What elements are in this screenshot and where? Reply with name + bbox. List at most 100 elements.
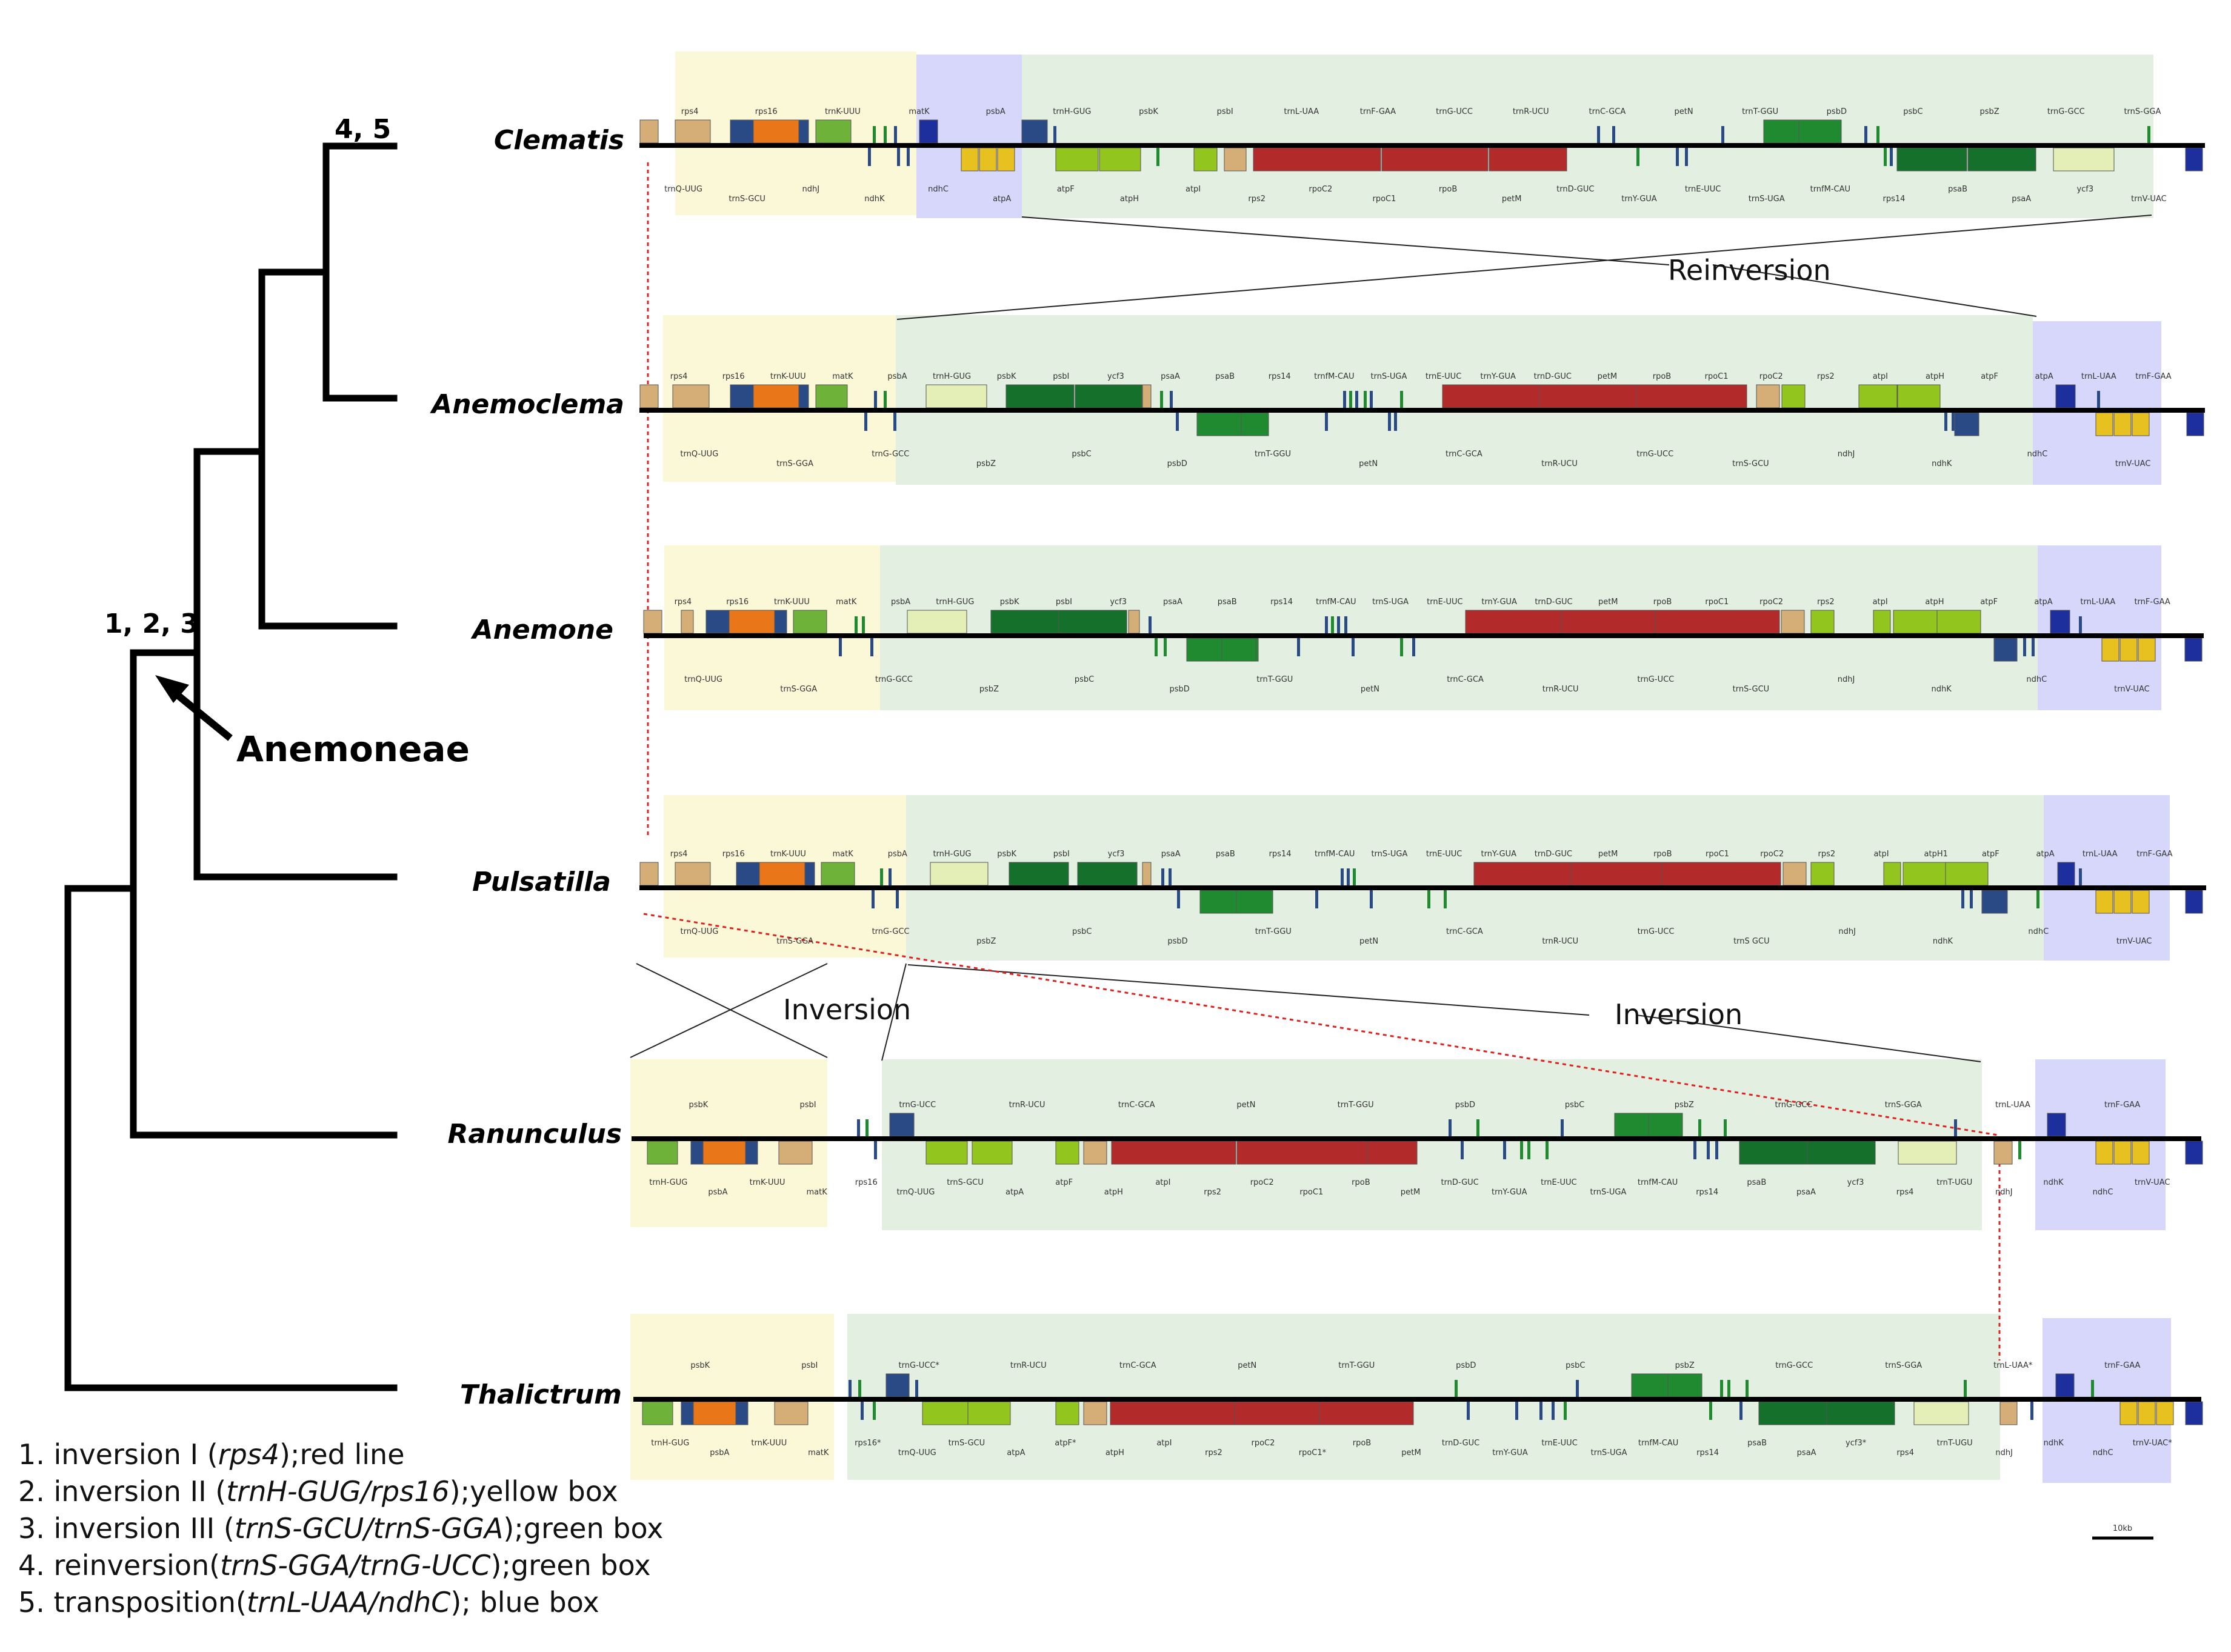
legend-item-4: 4. reinversion(trnS-GGA/trnG-UCC);green … [18, 1549, 651, 1582]
gene-label: atpI [1155, 1178, 1170, 1187]
gene-block [2047, 1113, 2066, 1137]
trna-gene [1724, 1119, 1727, 1137]
gene-block [1241, 412, 1269, 436]
gene-label: ndhJ [1995, 1448, 2013, 1457]
gene-label: trnF-GAA [2136, 850, 2172, 859]
gene-block [2132, 412, 2150, 436]
gene-label: atpA [2035, 372, 2053, 381]
gene-label: trnS-UGA [1591, 1448, 1627, 1457]
gene-label: ndhJ [1838, 450, 1855, 459]
gene-label: rps14 [1269, 372, 1291, 381]
gene-block [2119, 1401, 2138, 1425]
gene-label: ndhK [1933, 937, 1953, 946]
gene-label: atpF [1981, 372, 1998, 381]
gene-label: trnfM-CAU [1314, 372, 1354, 381]
trna-gene [1427, 890, 1430, 908]
gene-label: rps16 [755, 107, 778, 116]
gene-label: trnT-GGU [1255, 927, 1292, 936]
gene-label: matK [832, 850, 853, 859]
gene-label: rpoC1 [1372, 195, 1396, 204]
gene-block [675, 119, 711, 144]
gene-block [1893, 610, 1938, 634]
gene-block [1858, 384, 1898, 408]
gene-label: trnY-GUA [1492, 1448, 1528, 1457]
gene-label: ndhC [2093, 1448, 2113, 1457]
gene-label: ndhJ [1995, 1188, 2013, 1197]
gene-label: trnH-GUG [936, 598, 974, 607]
gene-label: trnF-GAA [2134, 598, 2170, 607]
trna-gene [1388, 413, 1391, 431]
gene-label: rps16 [722, 850, 745, 859]
gene-block [1763, 119, 1799, 144]
trna-gene [1160, 391, 1163, 409]
gene-label: trnS-GGA [1885, 1101, 1922, 1110]
gene-label: atpH [1925, 598, 1944, 607]
gene-label: rps16 [726, 598, 749, 607]
gene-label: trnQ-UUG [898, 1448, 936, 1457]
gene-block [1055, 1401, 1079, 1425]
gene-label: petM [1502, 195, 1522, 204]
gene-label: psbZ [1675, 1361, 1695, 1370]
gene-label: psbZ [976, 937, 996, 946]
gene-label: trnE-UUC [1685, 185, 1721, 194]
gene-label: trnG-GCC [872, 927, 910, 936]
gene-label: rps4 [1896, 1448, 1914, 1457]
gene-block [736, 862, 760, 886]
gene-block [961, 147, 979, 172]
gene-block [2101, 638, 2119, 662]
gene-block [705, 610, 730, 634]
gene-label: trnC-GCA [1589, 107, 1626, 116]
trna-gene [1461, 1141, 1464, 1159]
trna-gene [864, 413, 867, 431]
trna-gene [2030, 1402, 2033, 1420]
trna-gene [1331, 616, 1334, 634]
gene-block [690, 1141, 704, 1165]
gene-label: rpoC2 [1309, 185, 1332, 194]
gene-label: atpA [993, 195, 1011, 204]
trna-gene [1709, 1402, 1712, 1420]
gene-block [1661, 862, 1781, 886]
gene-block [1224, 147, 1247, 172]
trna-gene [1177, 890, 1180, 908]
gene-block [774, 610, 787, 634]
trna-gene [870, 638, 873, 656]
gene-block [804, 862, 815, 886]
trna-gene [862, 616, 865, 634]
gene-block [919, 119, 938, 144]
gene-label: rps4 [670, 850, 688, 859]
gene-label: rpoC1 [1705, 598, 1729, 607]
gene-label: trnS-GCU [949, 1439, 985, 1448]
gene-block [735, 1401, 749, 1425]
connector-line [907, 964, 1590, 1016]
gene-label: rps4 [1896, 1188, 1914, 1197]
trna-gene [1053, 126, 1056, 144]
trna-gene [1721, 126, 1724, 144]
gene-label: psbA [986, 107, 1005, 116]
gene-label: psbZ [979, 685, 999, 694]
gene-block [1005, 384, 1075, 408]
gene-label: trnR-UCU [1009, 1101, 1045, 1110]
gene-block [2095, 890, 2113, 914]
gene-label: psbD [1827, 107, 1847, 116]
gene-label: atpA [2034, 598, 2052, 607]
gene-block [2184, 638, 2203, 662]
gene-label: trnK-UUU [825, 107, 861, 116]
gene-label: rps4 [670, 372, 688, 381]
gene-label: trnG-GCC [872, 450, 909, 459]
gene-block [1381, 147, 1489, 172]
trna-gene [1370, 391, 1373, 409]
gene-label: psbC [1075, 675, 1094, 684]
gene-label: trnC-GCA [1446, 450, 1482, 459]
gene-block [2138, 1401, 2156, 1425]
trna-gene [1400, 391, 1403, 409]
gene-label: rpoC2 [1760, 850, 1784, 859]
gene-label: trnR-UCU [1541, 459, 1578, 468]
trna-gene [1715, 1141, 1718, 1159]
clade-label: Anemoneae [236, 728, 470, 770]
gene-label: trnQ-UUG [664, 185, 702, 194]
gene-label: petN [1674, 107, 1693, 116]
gene-label: rpoC2 [1250, 1178, 1274, 1187]
gene-label: petM [1401, 1188, 1421, 1197]
gene-label: atpI [1873, 598, 1888, 607]
gene-label: psbD [1455, 1101, 1475, 1110]
